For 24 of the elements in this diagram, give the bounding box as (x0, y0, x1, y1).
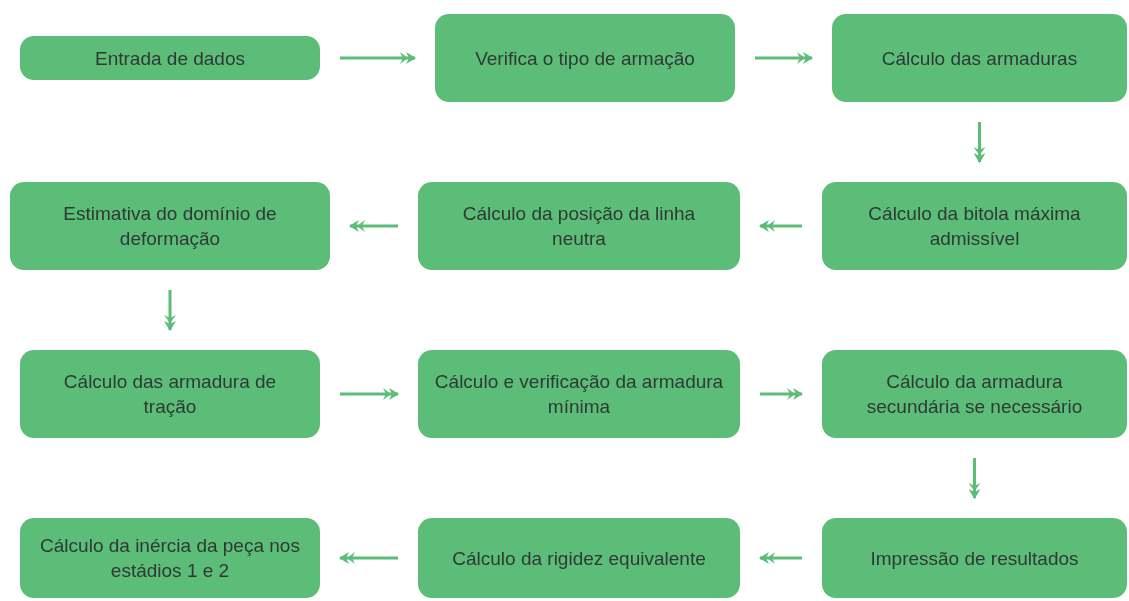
process-box (822, 182, 1127, 270)
process-box (832, 14, 1127, 102)
box-label: Estimativa do domínio de deformação (62, 202, 278, 251)
process-box (418, 518, 740, 598)
process-box (20, 36, 320, 80)
process-box (20, 518, 320, 598)
process-box (20, 350, 320, 438)
box-label: Cálculo das armadura de tração (62, 370, 278, 419)
box-label: Cálculo da armadura secundária se necessário (865, 370, 1084, 419)
process-box (822, 518, 1127, 598)
box-label: Cálculo da rigidez equivalente (452, 546, 706, 571)
process-box (10, 182, 330, 270)
box-label: Cálculo das armaduras (881, 46, 1078, 71)
box-label: Cálculo da bitola máxima admissível (867, 202, 1082, 251)
process-box (822, 350, 1127, 438)
process-box (418, 350, 740, 438)
box-label: Cálculo da posição da linha neutra (461, 202, 697, 251)
box-label: Cálculo da inércia da peça nos estádios 1 e 2 (39, 534, 301, 583)
process-box (418, 182, 740, 270)
box-label: Cálculo e verificação da armadura mínima (434, 370, 724, 419)
box-label: Verifica o tipo de armação (475, 46, 695, 71)
box-label: Impressão de resultados (870, 546, 1079, 571)
process-box (435, 14, 735, 102)
box-label: Entrada de dados (95, 46, 245, 71)
